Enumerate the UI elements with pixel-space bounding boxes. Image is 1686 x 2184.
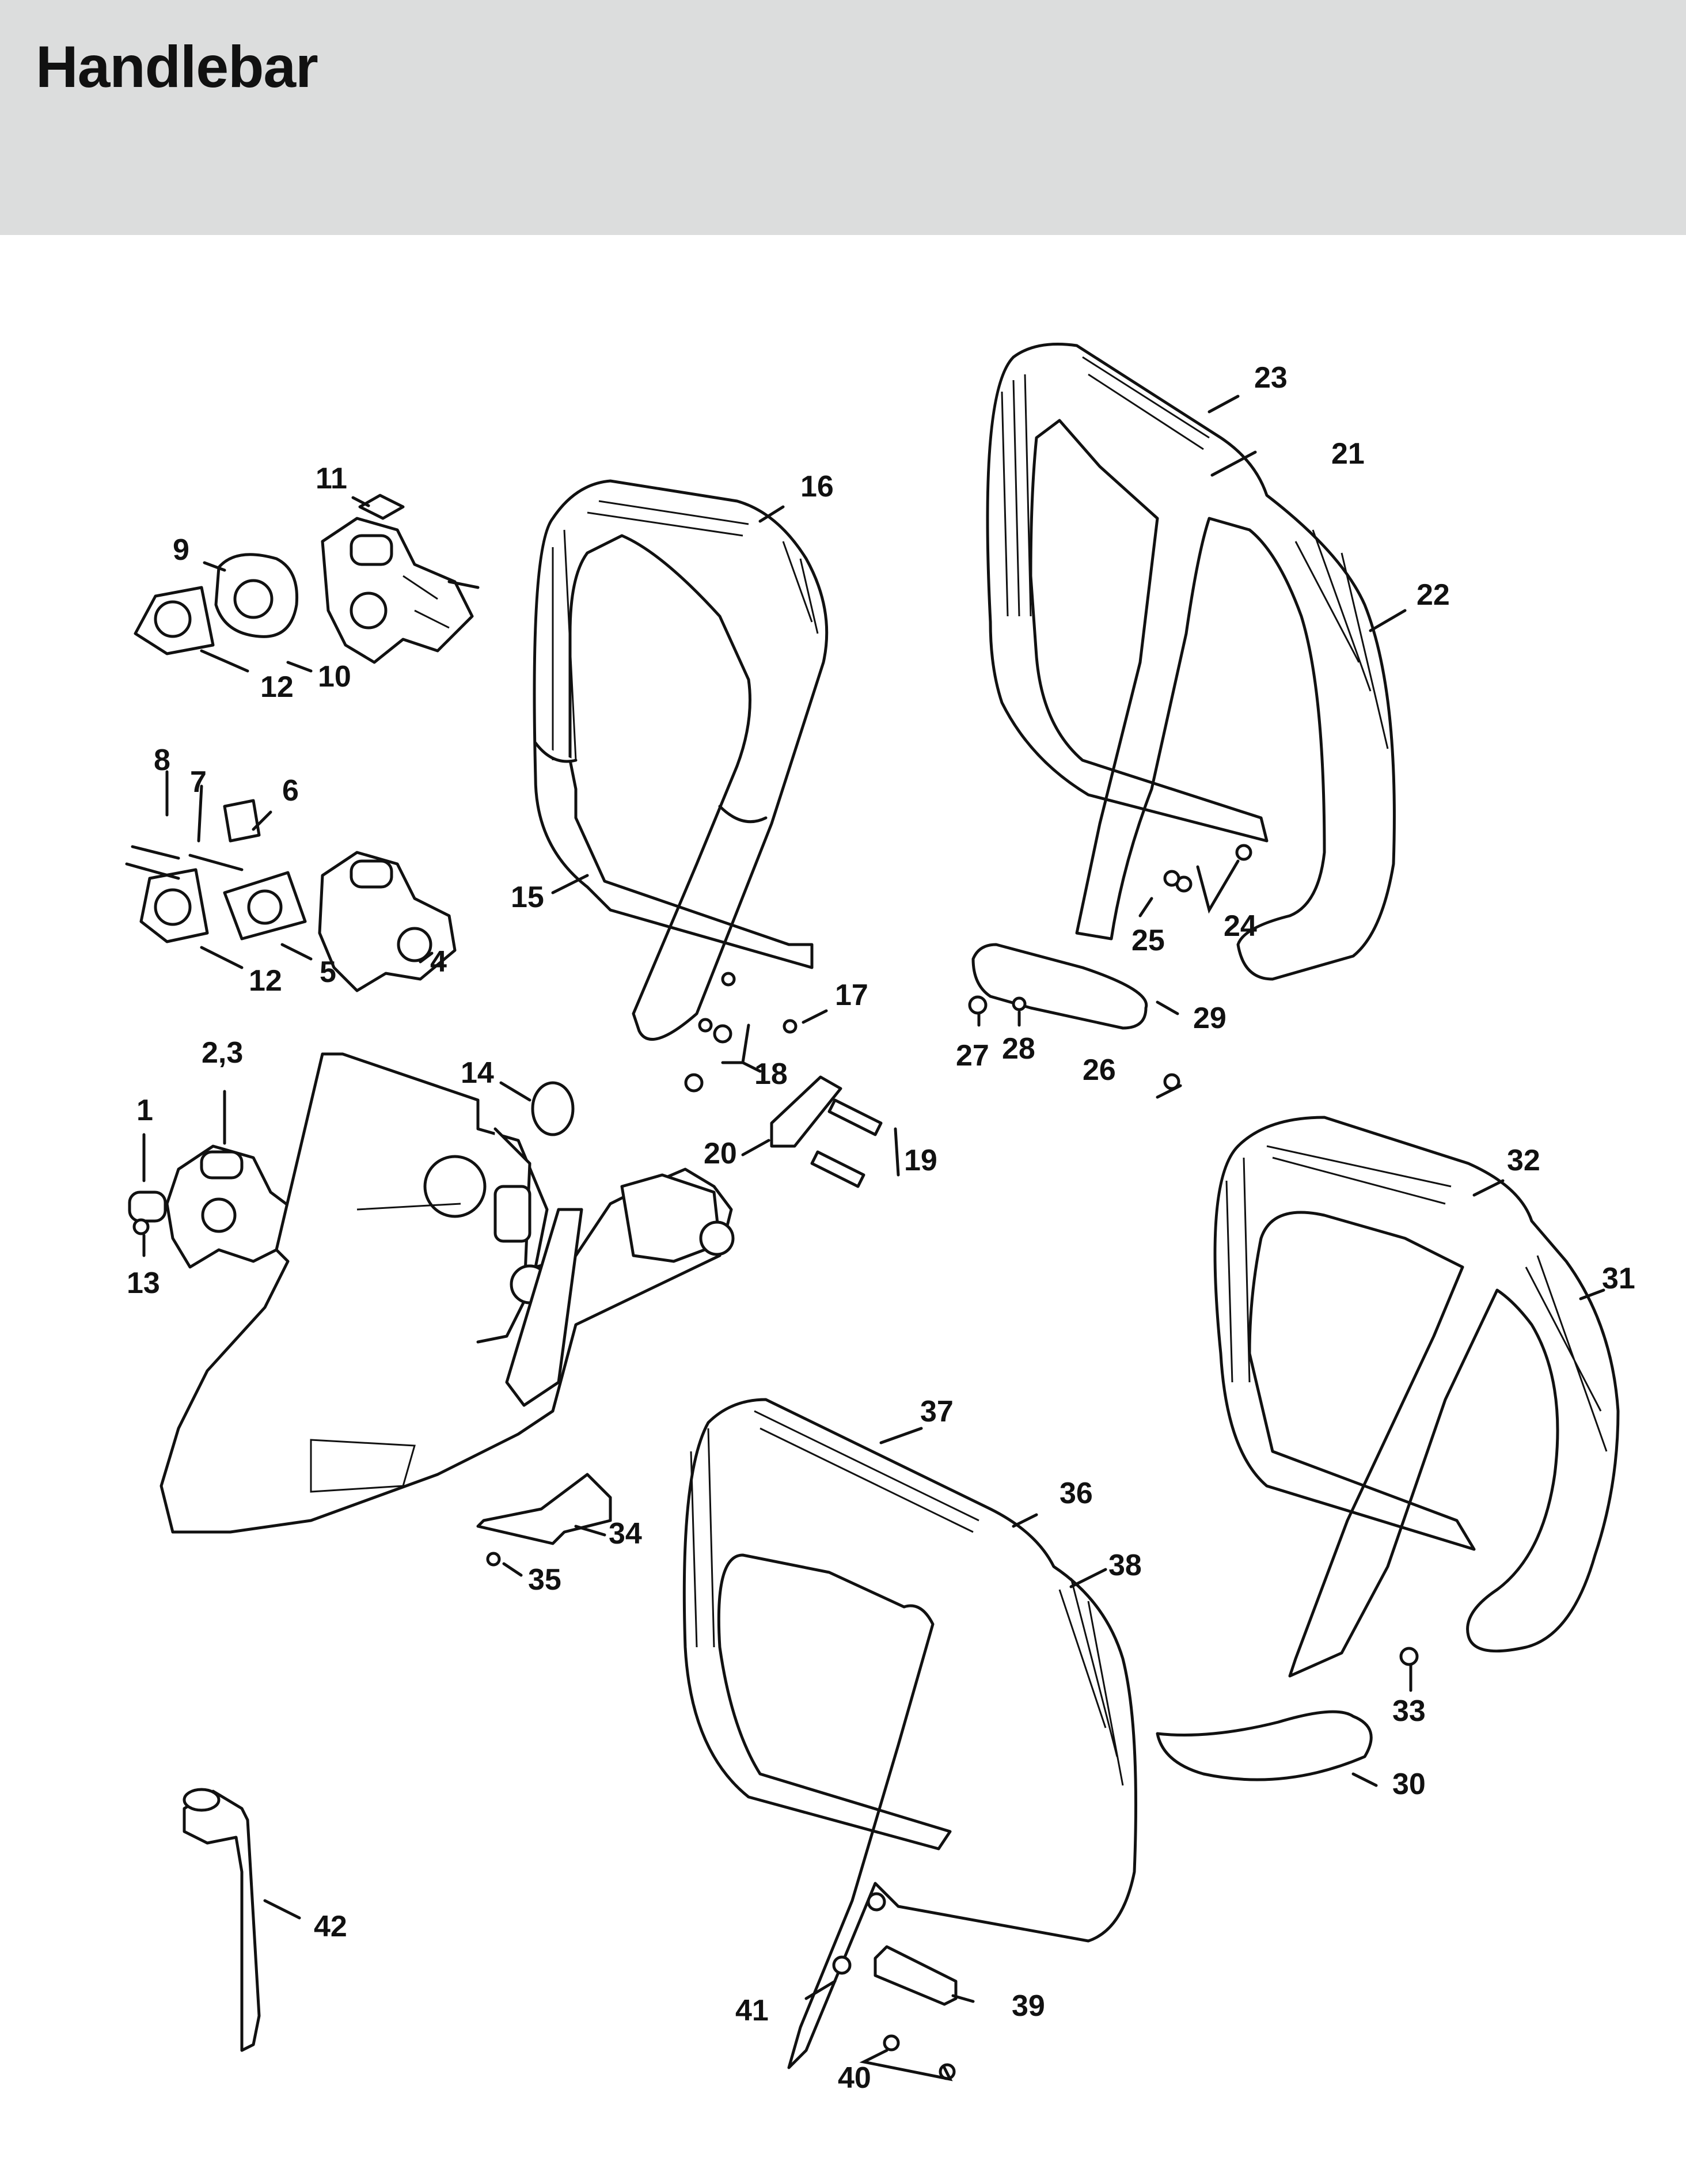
label-32: 32 bbox=[1507, 1144, 1540, 1177]
screws-40-41 bbox=[832, 1892, 956, 2081]
nut-13 bbox=[132, 1218, 150, 1235]
screw-33 bbox=[1399, 1647, 1419, 1666]
tool-42 bbox=[183, 1788, 261, 2052]
label-30: 30 bbox=[1392, 1768, 1426, 1801]
plate-20 bbox=[770, 1075, 842, 1148]
label-31: 31 bbox=[1602, 1262, 1635, 1295]
handlebar-21-23 bbox=[986, 343, 1396, 981]
chainsaw-housing bbox=[160, 1052, 735, 1534]
label-21: 21 bbox=[1331, 437, 1365, 471]
gasket-upper bbox=[134, 586, 215, 655]
screws-17-18 bbox=[684, 972, 798, 1093]
label-12-upper: 12 bbox=[260, 670, 294, 704]
small-parts-24-28 bbox=[968, 844, 1252, 1090]
label-14: 14 bbox=[461, 1056, 494, 1090]
label-27: 27 bbox=[956, 1039, 989, 1072]
screw-35 bbox=[486, 1552, 501, 1567]
carburetor-assembly-lower bbox=[165, 1144, 295, 1269]
label-13: 13 bbox=[127, 1267, 160, 1300]
label-12-lower: 12 bbox=[249, 964, 282, 998]
spacer-flange-upper bbox=[214, 553, 299, 638]
label-17: 17 bbox=[835, 979, 868, 1012]
label-15: 15 bbox=[511, 881, 544, 914]
label-6: 6 bbox=[282, 774, 299, 807]
label-24: 24 bbox=[1224, 909, 1257, 943]
clamp-14 bbox=[531, 1081, 575, 1136]
label-28: 28 bbox=[1002, 1032, 1035, 1066]
cable-part-11 bbox=[358, 494, 405, 520]
spacer-flange-middle bbox=[223, 871, 307, 941]
label-42: 42 bbox=[314, 1910, 347, 1943]
label-16: 16 bbox=[800, 470, 834, 503]
bracket-34 bbox=[476, 1473, 612, 1545]
handlebar-31-32 bbox=[1213, 1116, 1620, 1678]
gasket-middle bbox=[139, 868, 209, 943]
label-38: 38 bbox=[1108, 1549, 1142, 1582]
label-23: 23 bbox=[1254, 361, 1288, 395]
label-22: 22 bbox=[1417, 578, 1450, 612]
carburetor-assembly-middle bbox=[318, 851, 457, 992]
label-5: 5 bbox=[320, 955, 336, 989]
leader-lines bbox=[142, 395, 1605, 2003]
label-40: 40 bbox=[838, 2061, 871, 2095]
screws-19 bbox=[810, 1098, 883, 1188]
block-39 bbox=[874, 1945, 958, 2006]
label-35: 35 bbox=[528, 1563, 561, 1597]
label-7: 7 bbox=[190, 765, 207, 799]
label-36: 36 bbox=[1060, 1477, 1093, 1510]
label-33: 33 bbox=[1392, 1694, 1426, 1728]
part-labels: 11 9 10 12 8 7 6 4 5 12 1 2,3 13 14 15 1… bbox=[127, 361, 1635, 2095]
label-18: 18 bbox=[754, 1057, 788, 1091]
page-title: Handlebar bbox=[36, 34, 318, 100]
grip-30 bbox=[1156, 1710, 1373, 1781]
grip-29 bbox=[971, 943, 1148, 1030]
label-4: 4 bbox=[430, 945, 447, 979]
label-41: 41 bbox=[735, 1994, 769, 2027]
label-20: 20 bbox=[704, 1137, 737, 1170]
label-9: 9 bbox=[173, 533, 189, 567]
label-10: 10 bbox=[318, 660, 351, 693]
label-11: 11 bbox=[316, 462, 347, 495]
label-34: 34 bbox=[609, 1517, 642, 1550]
label-39: 39 bbox=[1012, 1989, 1045, 2023]
intake-boot-1 bbox=[128, 1190, 167, 1223]
label-2-3: 2,3 bbox=[202, 1036, 243, 1070]
label-1: 1 bbox=[136, 1094, 153, 1127]
label-29: 29 bbox=[1193, 1002, 1226, 1035]
small-rods-7-8 bbox=[125, 799, 261, 880]
carburetor-assembly-upper bbox=[321, 517, 480, 664]
label-26: 26 bbox=[1083, 1053, 1116, 1087]
label-8: 8 bbox=[154, 744, 170, 777]
label-25: 25 bbox=[1131, 924, 1165, 957]
handlebar-15-16 bbox=[533, 479, 829, 1041]
handlebar-36-38 bbox=[682, 1398, 1137, 2069]
page-header: Handlebar bbox=[0, 0, 1686, 235]
label-37: 37 bbox=[920, 1395, 954, 1428]
label-19: 19 bbox=[904, 1144, 937, 1177]
